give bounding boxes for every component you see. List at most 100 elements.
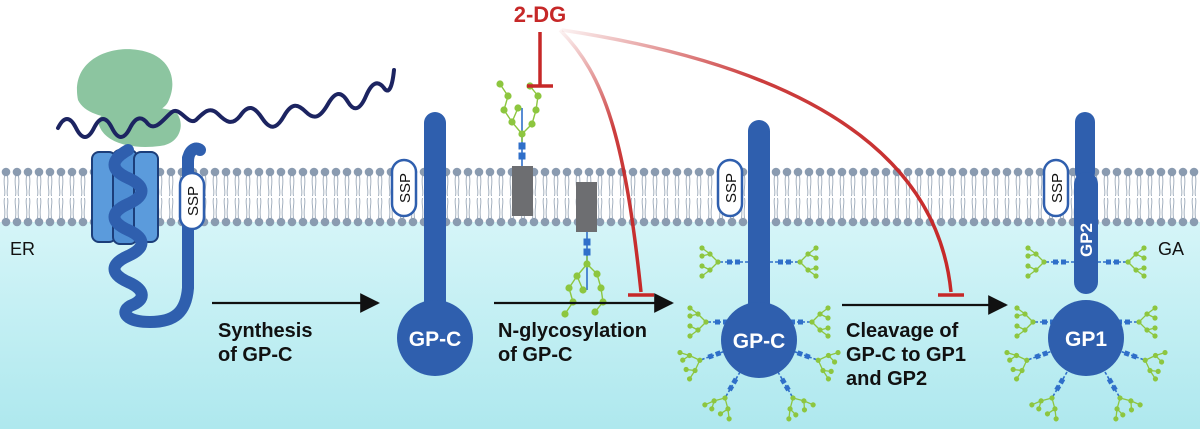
mannose-circle [1029, 402, 1035, 408]
lipid-head [1035, 217, 1045, 227]
lipid-head [276, 167, 286, 177]
ssp-capsule [178, 171, 206, 231]
lipid-head [78, 217, 88, 227]
lipid-head [936, 217, 946, 227]
lipid-head [870, 217, 880, 227]
ssp-capsule [390, 158, 418, 218]
mannose-circle [683, 366, 689, 373]
mannose-circle [1133, 267, 1139, 273]
n-glycan [1029, 371, 1068, 422]
mannose-circle [1010, 366, 1016, 373]
glycan-tree [496, 80, 542, 166]
glcnac-square [783, 384, 791, 392]
lipid-head [925, 167, 935, 177]
lipid-head [265, 217, 275, 227]
lipid-head [936, 167, 946, 177]
mannose-circle [1142, 357, 1148, 363]
mannose-circle [561, 310, 569, 318]
mannose-circle [1152, 352, 1159, 359]
mannose-circle [534, 92, 542, 100]
lipid-head [859, 167, 869, 177]
mannose-circle [825, 376, 832, 382]
lipid-head [397, 217, 407, 227]
mannose-circle [813, 265, 819, 271]
mannose-circle [1014, 313, 1020, 319]
mannose-circle [711, 398, 717, 404]
lipid-head [639, 167, 649, 177]
mannose-circle [825, 352, 832, 359]
mannose-circle [532, 106, 540, 114]
glcnac-square [715, 319, 720, 325]
mannose-circle [687, 313, 693, 319]
lipid-head [903, 217, 913, 227]
lipid-head [1013, 167, 1023, 177]
lipid-head [672, 217, 682, 227]
lipid-head [485, 217, 495, 227]
lipid-head [606, 217, 616, 227]
lipid-head [991, 167, 1001, 177]
mannose-circle [831, 359, 838, 365]
n-glycan [1104, 371, 1143, 422]
lipid-head [980, 217, 990, 227]
mannose-circle [687, 305, 693, 311]
glcnac-square [1106, 259, 1111, 265]
glcnac-square [1034, 353, 1041, 360]
mannose-circle [680, 357, 686, 363]
lipid-head [331, 167, 341, 177]
mannose-circle [786, 416, 792, 422]
lipid-head [738, 217, 748, 227]
lipid-head [661, 167, 671, 177]
lipid-head [1101, 217, 1111, 227]
lipid-head [782, 167, 792, 177]
glcnac-square [1053, 259, 1058, 265]
glcnac-square [1125, 319, 1130, 325]
ribosome-large-subunit [76, 49, 173, 119]
lipid-head [650, 167, 660, 177]
mannose-circle [1014, 323, 1020, 329]
lipid-head [771, 167, 781, 177]
lipid-head [1101, 167, 1111, 177]
lipid-head [782, 217, 792, 227]
mannose-circle [699, 253, 705, 259]
n-glycan [699, 245, 748, 279]
lipid-head [793, 167, 803, 177]
lipid-head [474, 167, 484, 177]
lipid-head [320, 167, 330, 177]
mannose-circle [1152, 376, 1159, 382]
lipid-head [1112, 167, 1122, 177]
glcnac-square [1123, 350, 1131, 357]
lipid-head [694, 167, 704, 177]
inhibition-line-glycosylation [558, 28, 643, 293]
mannose-circle [1144, 327, 1150, 333]
mannose-circle [1013, 352, 1020, 359]
mannose-circle [1024, 357, 1030, 363]
n-glycan [687, 305, 736, 339]
mannose-circle [1144, 311, 1150, 317]
mannose-circle [1022, 327, 1028, 333]
mannose-circle [813, 273, 819, 279]
glycan-tree [561, 232, 607, 318]
mannose-circle [565, 284, 573, 292]
glcnac-square [1110, 384, 1118, 392]
lipid-head [826, 167, 836, 177]
gp2-label: GP2 [1077, 223, 1096, 257]
mannose-circle [1004, 349, 1010, 356]
glcnac-square [518, 142, 526, 150]
mannose-circle [1052, 406, 1058, 412]
lipid-head [848, 167, 858, 177]
n-glycan [1025, 245, 1074, 279]
lipid-head [694, 217, 704, 227]
mannose-circle [1128, 398, 1134, 404]
mannose-circle [1114, 406, 1120, 412]
lipid-head [265, 167, 275, 177]
lipid-head [947, 217, 957, 227]
mannose-circle [1025, 245, 1031, 251]
lipid-head [298, 217, 308, 227]
lipid-head [78, 167, 88, 177]
mannose-circle [1033, 267, 1039, 273]
lipid-head [815, 217, 825, 227]
mannose-circle [707, 251, 713, 257]
lipid-head [1, 217, 11, 227]
lipid-head [1156, 167, 1166, 177]
lipid-head [309, 217, 319, 227]
